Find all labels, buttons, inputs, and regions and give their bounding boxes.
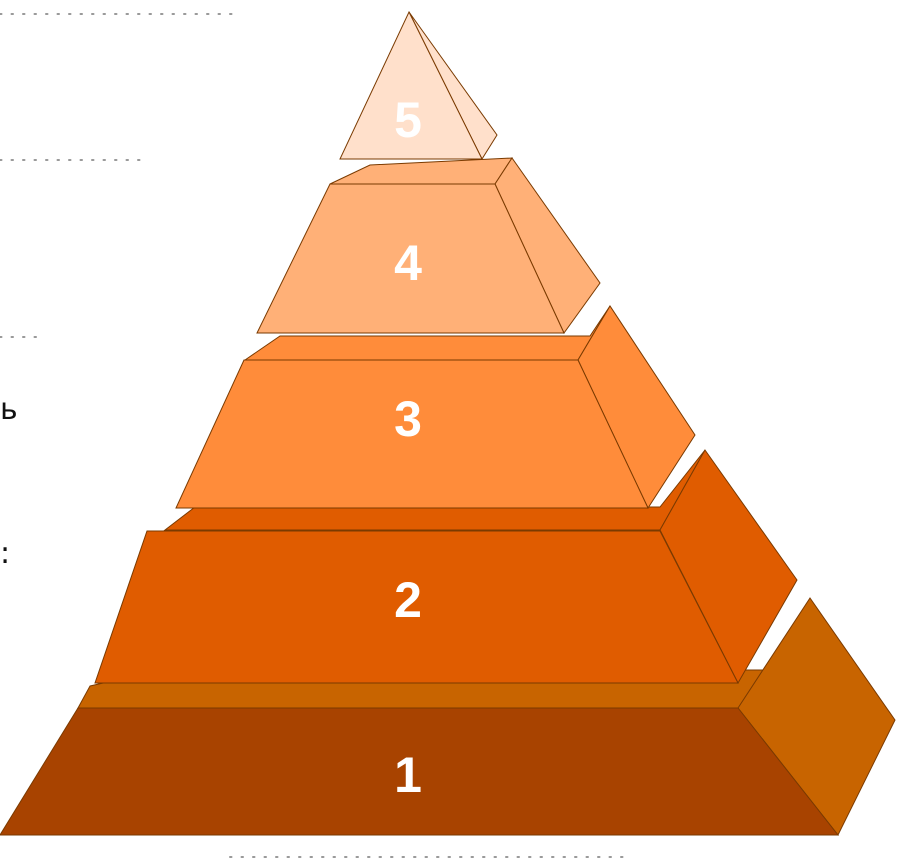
level-4-top [330,158,512,184]
left-text-fragment-1: ь [0,392,18,427]
level-4-label: 4 [394,235,422,291]
level-5-label: 5 [394,92,422,148]
level-1-label: 1 [394,747,422,803]
level-2-label: 2 [394,572,422,628]
pyramid-level-3: 3 [176,306,695,508]
level-3-label: 3 [394,391,422,447]
left-text-fragment-2: : [0,536,10,571]
pyramid-level-5: 5 [340,12,497,159]
pyramid-level-4: 4 [257,158,600,333]
